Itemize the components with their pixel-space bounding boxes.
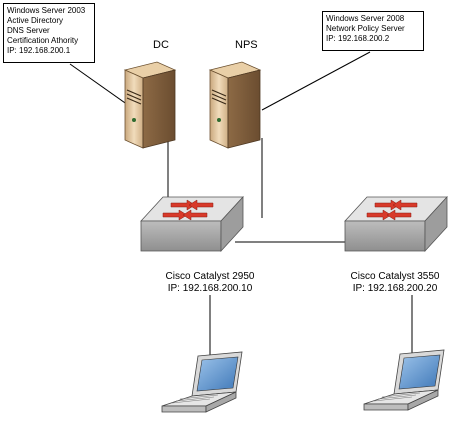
- nps-callout: Windows Server 2008 Network Policy Serve…: [322, 11, 424, 51]
- server-icon: [208, 61, 262, 149]
- callout-leader-dc: [69, 63, 136, 111]
- nps-label: NPS: [235, 39, 258, 51]
- switch2-label: Cisco Catalyst 3550 IP: 192.168.200.20: [342, 271, 448, 295]
- server-icon: [123, 61, 177, 149]
- callout-line: Network Policy Server: [326, 24, 405, 33]
- callout-line: Windows Server 2003: [7, 6, 86, 15]
- callout-line: DNS Server: [7, 26, 50, 35]
- callout-line: Active Directory: [7, 16, 64, 25]
- switch-icon: [344, 195, 448, 253]
- callout-line: IP: 192.168.200.1: [7, 46, 71, 55]
- laptop-icon: [161, 351, 243, 413]
- switch2-name: Cisco Catalyst 3550: [350, 271, 440, 282]
- callout-line: Certification Athority: [7, 36, 79, 45]
- callout-line: Windows Server 2008: [326, 14, 405, 23]
- callout-line: IP: 192.168.200.2: [326, 34, 390, 43]
- switch1-name: Cisco Catalyst 2950: [165, 271, 255, 282]
- dc-label: DC: [153, 39, 169, 51]
- connections: [69, 51, 413, 362]
- switch-icon: [140, 195, 244, 253]
- switch1-ip: IP: 192.168.200.10: [167, 283, 253, 294]
- laptop-icon: [363, 349, 445, 411]
- switch2-ip: IP: 192.168.200.20: [352, 283, 438, 294]
- callout-leader-nps: [261, 51, 371, 111]
- dc-callout: Windows Server 2003 Active Directory DNS…: [3, 3, 95, 63]
- switch1-label: Cisco Catalyst 2950 IP: 192.168.200.10: [140, 271, 280, 295]
